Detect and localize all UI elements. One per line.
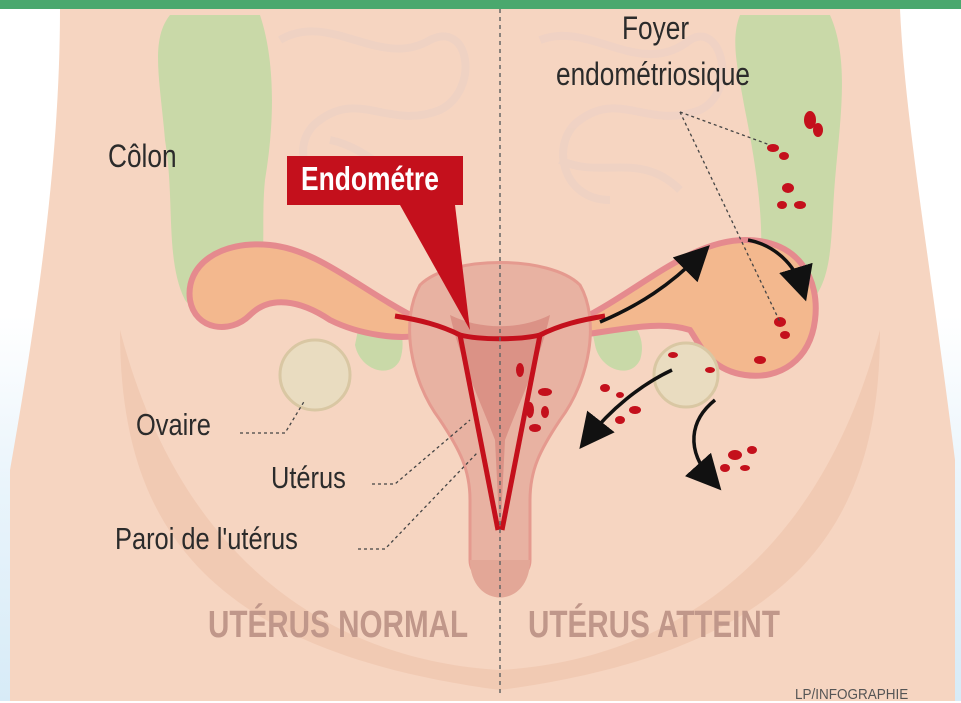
lesion [705,367,715,373]
lesion [526,402,534,418]
lesion [728,450,742,460]
label-colon: Côlon [108,138,177,175]
label-ovaire: Ovaire [136,407,211,443]
lesion [541,406,549,418]
lesion [794,201,806,209]
lesion [813,123,823,137]
lesion [780,331,790,339]
top-bar [0,0,961,9]
lesion [777,201,787,209]
label-endometre: Endométre [287,156,463,205]
lesion [615,416,625,424]
lesion [774,317,786,327]
lesion [767,144,779,152]
lesion [747,446,757,454]
ovary-left [280,340,350,410]
label-endometre-text: Endométre [301,160,439,198]
lesion [740,465,750,471]
lesion [529,424,541,432]
lesion [720,464,730,472]
label-uterus: Utérus [271,460,346,496]
caption-uterus-atteint: UTÉRUS ATTEINT [528,604,780,647]
lesion [538,388,552,396]
lesion [668,352,678,358]
credit-text: LP/INFOGRAPHIE [795,686,908,703]
lesion [754,356,766,364]
lesion [782,183,794,193]
lesion [600,384,610,392]
lesion [516,363,524,377]
label-foyer-line1: Foyer [622,10,689,47]
lesion [779,152,789,160]
label-paroi: Paroi de l'utérus [115,521,298,557]
lesion [629,406,641,414]
caption-uterus-normal: UTÉRUS NORMAL [208,604,468,647]
label-foyer-line2: endométriosique [556,56,750,93]
lesion [616,392,624,398]
